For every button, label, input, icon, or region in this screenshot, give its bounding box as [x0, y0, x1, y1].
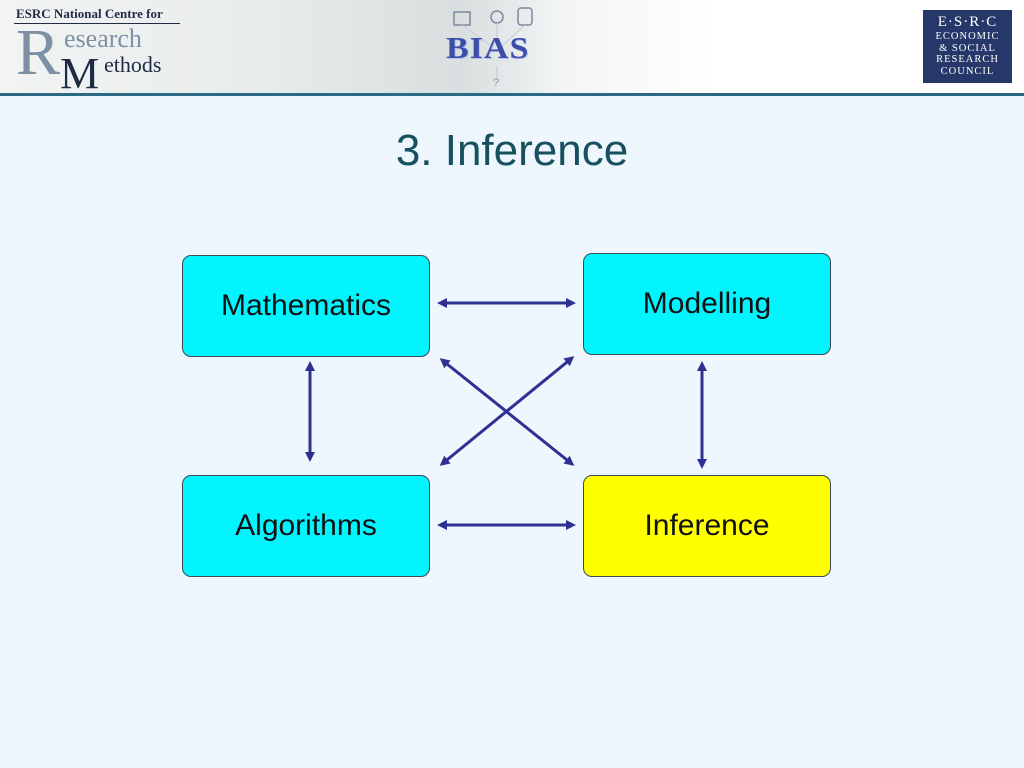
bias-logo: ? BIAS [442, 4, 552, 90]
node-inference: Inference [583, 475, 831, 577]
ncrm-divider [14, 23, 180, 24]
esrc-line-3: & SOCIAL [939, 42, 996, 54]
esrc-line-1: E·S·R·C [937, 14, 998, 30]
node-mathematics: Mathematics [182, 255, 430, 357]
bias-connector-lines [461, 23, 526, 78]
ncrm-ethods: ethods [104, 52, 162, 77]
esrc-logo: E·S·R·C ECONOMIC & SOCIAL RESEARCH COUNC… [923, 10, 1012, 83]
arrow-modelling-algorithms [439, 356, 575, 466]
node-algorithms: Algorithms [182, 475, 430, 577]
bias-question-icon: ? [493, 77, 499, 89]
ncrm-esearch: esearch [64, 24, 142, 53]
bias-icons: ? [453, 7, 533, 89]
ncrm-letter-r: R [16, 16, 61, 89]
header-divider [0, 93, 1024, 96]
bias-wordmark: BIAS [446, 31, 530, 66]
esrc-line-4: RESEARCH [936, 54, 999, 65]
esrc-line-5: COUNCIL [940, 65, 995, 77]
ncrm-top-text: ESRC National Centre for [16, 6, 163, 21]
ncrm-logo: ESRC National Centre for R esearch M eth… [10, 4, 185, 96]
header-bar: ESRC National Centre for R esearch M eth… [0, 0, 1024, 96]
ncrm-letter-m: M [60, 49, 100, 98]
slide-title: 3. Inference [395, 126, 629, 175]
esrc-line-2: ECONOMIC [935, 31, 1000, 42]
node-modelling: Modelling [583, 253, 831, 355]
